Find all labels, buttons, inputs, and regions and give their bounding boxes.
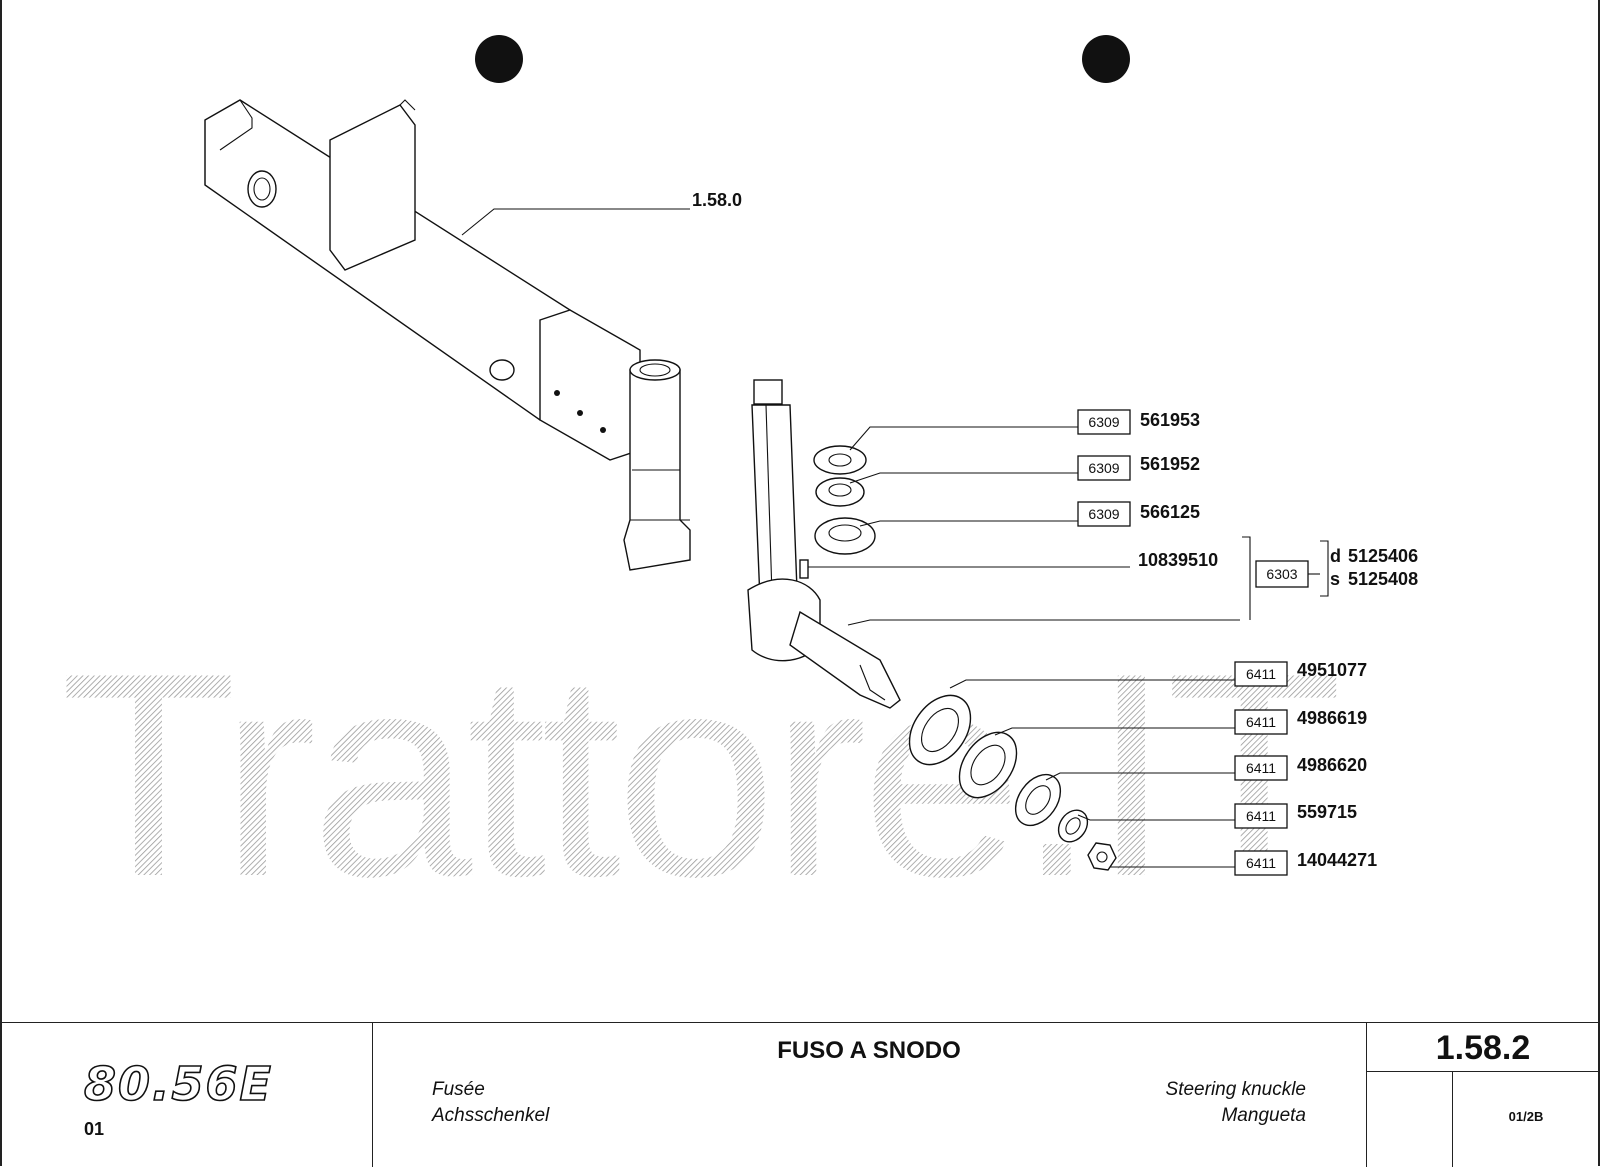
part-number: 4986619: [1297, 708, 1367, 728]
part-number: 566125: [1140, 502, 1200, 522]
steering-knuckle-drawing: [747, 379, 901, 709]
model-logo: 80.56E: [83, 1056, 273, 1112]
description-cell: FUSO A SNODO Fusée Achsschenkel Steering…: [372, 1023, 1367, 1167]
callout-7: 6411 559715: [1234, 802, 1357, 829]
callout-3: 10839510: [1138, 550, 1218, 570]
part-number: 561953: [1140, 410, 1200, 430]
callout-4: 6411 4951077: [1234, 660, 1367, 687]
callout-1: 6309 561952: [1077, 454, 1200, 481]
title-english: Steering knuckle: [1165, 1079, 1306, 1100]
hub-bearings-drawing: [908, 694, 1117, 871]
part-number-right: 5125406: [1348, 546, 1418, 566]
part-number: 561952: [1140, 454, 1200, 474]
ref-divider: [1366, 1071, 1600, 1072]
title-french: Fusée: [432, 1079, 485, 1100]
part-number: 14044271: [1297, 850, 1377, 870]
page-ref: 01/2B: [1508, 1109, 1544, 1124]
callout-0: 6309 561953: [1077, 409, 1200, 435]
exploded-parts-diagram: Trattore.IT: [60, 35, 1418, 937]
title-spanish: Mangueta: [1221, 1105, 1306, 1126]
side-right-label: d: [1330, 546, 1341, 566]
watermark-text: Trattore.IT: [60, 613, 1338, 937]
callout-2: 6309 566125: [1077, 501, 1200, 527]
callout-box-text: 6411: [1246, 808, 1276, 824]
callout-box-text: 6309: [1088, 506, 1119, 522]
part-number: 4986620: [1297, 755, 1367, 775]
part-number: 4951077: [1297, 660, 1367, 680]
callout-box-text: 6411: [1246, 760, 1276, 776]
callout-box-text: 6411: [1246, 666, 1276, 682]
part-number: 559715: [1297, 802, 1357, 822]
knuckle-group-callout: 6303 d 5125406 s 5125408: [1255, 546, 1418, 589]
title-italian: FUSO A SNODO: [777, 1037, 961, 1064]
title-block: 80.56E 01 FUSO A SNODO Fusée Achsschenke…: [0, 1022, 1600, 1167]
title-german: Achsschenkel: [432, 1105, 550, 1126]
reference-cell: 1.58.2 01/2B: [1366, 1023, 1600, 1167]
part-number: 10839510: [1138, 550, 1218, 570]
callout-box-text: 6411: [1246, 855, 1276, 871]
callout-box-text: 6303: [1266, 566, 1297, 582]
callout-box-text: 6309: [1088, 414, 1119, 430]
table-ref: 1.58.2: [1435, 1029, 1531, 1067]
ref-vertical-divider: [1452, 1071, 1453, 1167]
callout-8: 6411 14044271: [1234, 850, 1377, 876]
part-number-left: 5125408: [1348, 569, 1418, 589]
assembly-ref-label: 1.58.0: [692, 190, 742, 210]
model-cell: 80.56E 01: [0, 1023, 373, 1167]
right-border: [1598, 0, 1600, 1166]
leader-lines: [461, 208, 1329, 868]
thrust-washers-drawing: [813, 445, 876, 555]
callout-box-text: 6411: [1246, 714, 1276, 730]
left-border: [0, 0, 2, 1166]
model-sub: 01: [84, 1119, 105, 1139]
side-left-label: s: [1330, 569, 1340, 589]
axle-beam-drawing: [204, 99, 691, 571]
binder-hole-left: [475, 35, 523, 83]
callout-6: 6411 4986620: [1234, 755, 1367, 781]
callout-box-text: 6309: [1088, 460, 1119, 476]
binder-hole-right: [1082, 35, 1130, 83]
callout-5: 6411 4986619: [1234, 708, 1367, 735]
